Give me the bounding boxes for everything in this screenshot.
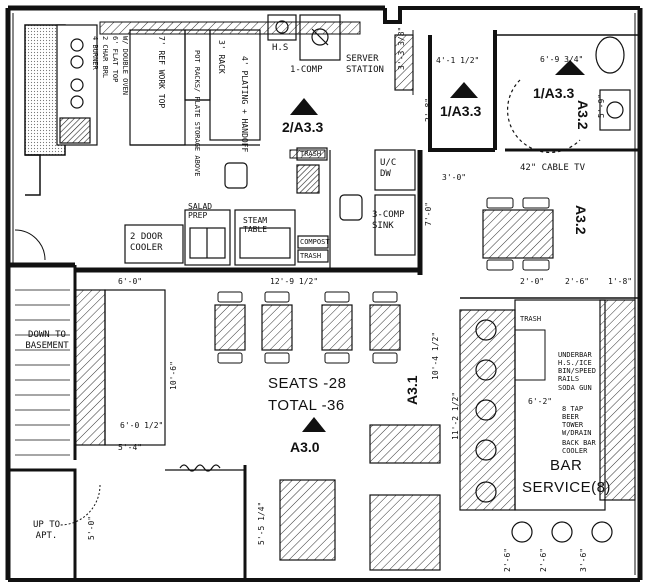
salad-prep-label: SALAD PREP [188,202,213,220]
dim-18: 5'-0" [87,515,96,540]
three-comp-sink-label: 3-COMP SINK [372,210,405,231]
compost-label: COMPOST [300,238,330,246]
soda-gun-label: SODA GUN [558,384,592,392]
dim-1: 3'-3 3/8" [397,26,406,70]
bar-counter [459,297,640,511]
dim-20: 2'-6" [503,547,512,572]
underbar-label-2: H.S./ICE [558,359,592,367]
one-comp-label: 1-COMP [290,65,323,75]
server-station [394,30,640,152]
rack-label: 3' RACK [217,40,226,74]
dim-5: 3'-0" [442,173,467,182]
total-label: TOTAL -36 [268,397,345,414]
beer-tap-label-4: W/DRAIN [562,429,592,437]
underbar-label-4: RAILS [558,375,580,383]
bar-stools [475,319,613,543]
ref-2-a33: 2/A3.3 [282,119,324,135]
dining-tables [214,209,554,571]
server-station-label: SERVER STATION [346,54,384,75]
dining-chairs [217,197,550,364]
seats-label: SEATS -28 [268,375,347,392]
dim-11: 1'-8" [608,277,633,286]
work-top-label: 7' REF WORK TOP [157,36,166,109]
bar-trash-label: TRASH [520,315,542,323]
ref-a30: A3.0 [290,439,320,455]
oven-label: W/ DOUBLE OVEN [121,36,129,96]
section-markers [290,60,585,432]
dim-21: 2'-6" [539,547,548,572]
beer-tap-label: 8 TAP [562,405,584,413]
dim-4: 2'-8" [424,97,433,122]
exterior-walls [5,5,643,582]
beer-tap-label-3: TOWER [562,421,584,429]
kitchen-bins [296,147,416,263]
dim-22: 3'-6" [579,547,588,572]
up-to-apt-label: UP TO APT. [32,520,61,541]
banquette [8,262,166,580]
ref-1-a33-restroom: 1/A3.3 [533,85,575,101]
ref-a31: A3.1 [404,375,420,405]
bar-service-label: SERVICE(8) [522,479,611,496]
dim-16: 11'-2 1/2" [451,391,460,440]
kitchen-stools [224,162,363,221]
kitchen-trash-label: TRASH [300,150,322,158]
dishwasher-label: U/C DW [380,158,397,179]
kitchen-partition [75,149,423,275]
tv-label: 42" CABLE TV [520,163,586,173]
burner-label: 4 BURNER [91,36,99,70]
back-bar-label: BACK BAR [562,439,596,447]
handsink-label: H.S [272,43,289,53]
dim-17: 6'-2" [528,397,553,406]
prep-steam [124,209,296,266]
plating-label: 4' PLATING + HANDOFF [240,56,249,153]
kitchen-cooking-line [24,21,361,196]
shelf-note-label: POT RACKS/ PLATE STORAGE ABOVE [193,50,201,177]
ref-1-a33: 1/A3.3 [440,103,482,119]
steam-table-label: STEAM TABLE [243,216,268,234]
dim-10: 2'-6" [565,277,590,286]
ref-a32: A3.2 [573,205,589,235]
bar-label: BAR [550,457,583,474]
dim-9: 2'-0" [520,277,545,286]
kitchen-worktops [129,29,261,146]
dim-7: 12'-9 1/2" [270,277,319,286]
back-bar-label-2: COOLER [562,447,588,455]
folding-partition [165,464,247,580]
doors [14,229,101,526]
dim-19: 5'-5 1/4" [257,501,266,545]
dim-6: 7'-0" [424,201,433,226]
beer-tap-label-2: BEER [562,413,579,421]
trash-label-2: TRASH [300,252,322,260]
dim-8: 6'-0" [118,277,143,286]
flat-top-label: 6' FLAT TOP [111,36,119,83]
dim-3: 6'-9 3/4" [540,55,584,64]
dim-23: 5'-9" [597,93,606,118]
dim-2: 4'-1 1/2" [436,56,480,65]
down-to-basement-label: DOWN TO BASEMENT [25,330,69,351]
dim-15: 10'-4 1/2" [431,331,440,380]
cooler-label: 2 DOOR COOLER [130,232,163,253]
dim-13: 6'-0 1/2" [120,421,164,430]
char-broiler-label: 2 CHAR BRL [101,36,109,79]
ref-a32-restroom: A3.2 [575,100,591,130]
underbar-label-3: BIN/SPEED [558,367,596,375]
dim-14: 5'-4" [118,443,143,452]
dim-12: 10'-6" [169,361,178,390]
underbar-label: UNDERBAR [558,351,592,359]
stairs [15,289,70,456]
handsink [267,14,341,61]
restroom [506,36,631,154]
